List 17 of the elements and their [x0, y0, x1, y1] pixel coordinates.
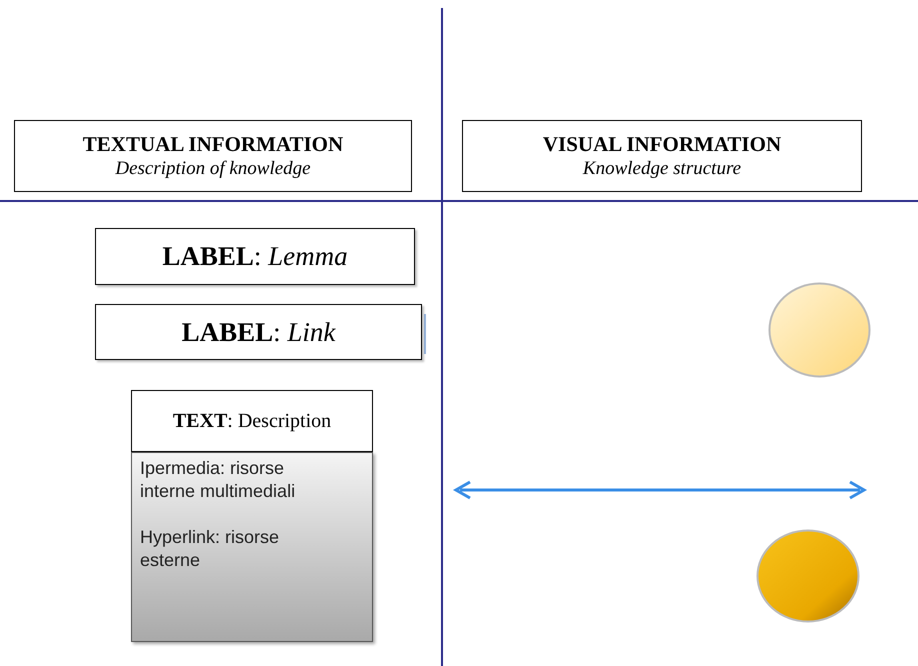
header-box	[462, 120, 862, 192]
header-title: VISUAL INFORMATION	[542, 131, 782, 158]
description-text: Hyperlink: risorse esterne	[140, 526, 280, 571]
header-subtitle: Knowledge structure	[582, 157, 742, 181]
header-box	[14, 120, 412, 192]
circle-shape	[768, 282, 871, 378]
label-text: LABEL: Lemma	[162, 240, 348, 274]
description-panel	[131, 452, 373, 642]
text-label-box	[131, 390, 373, 452]
header-subtitle: Description of knowledge	[115, 157, 311, 181]
label-text: TEXT: Description	[172, 409, 332, 434]
header-title: TEXTUAL INFORMATION	[82, 131, 344, 158]
label-text: LABEL: Link	[182, 316, 336, 349]
label-box	[95, 304, 422, 360]
description-text: Ipermedia: risorse interne multimediali	[140, 457, 296, 502]
circle-shape	[756, 529, 860, 623]
label-box	[95, 228, 415, 285]
